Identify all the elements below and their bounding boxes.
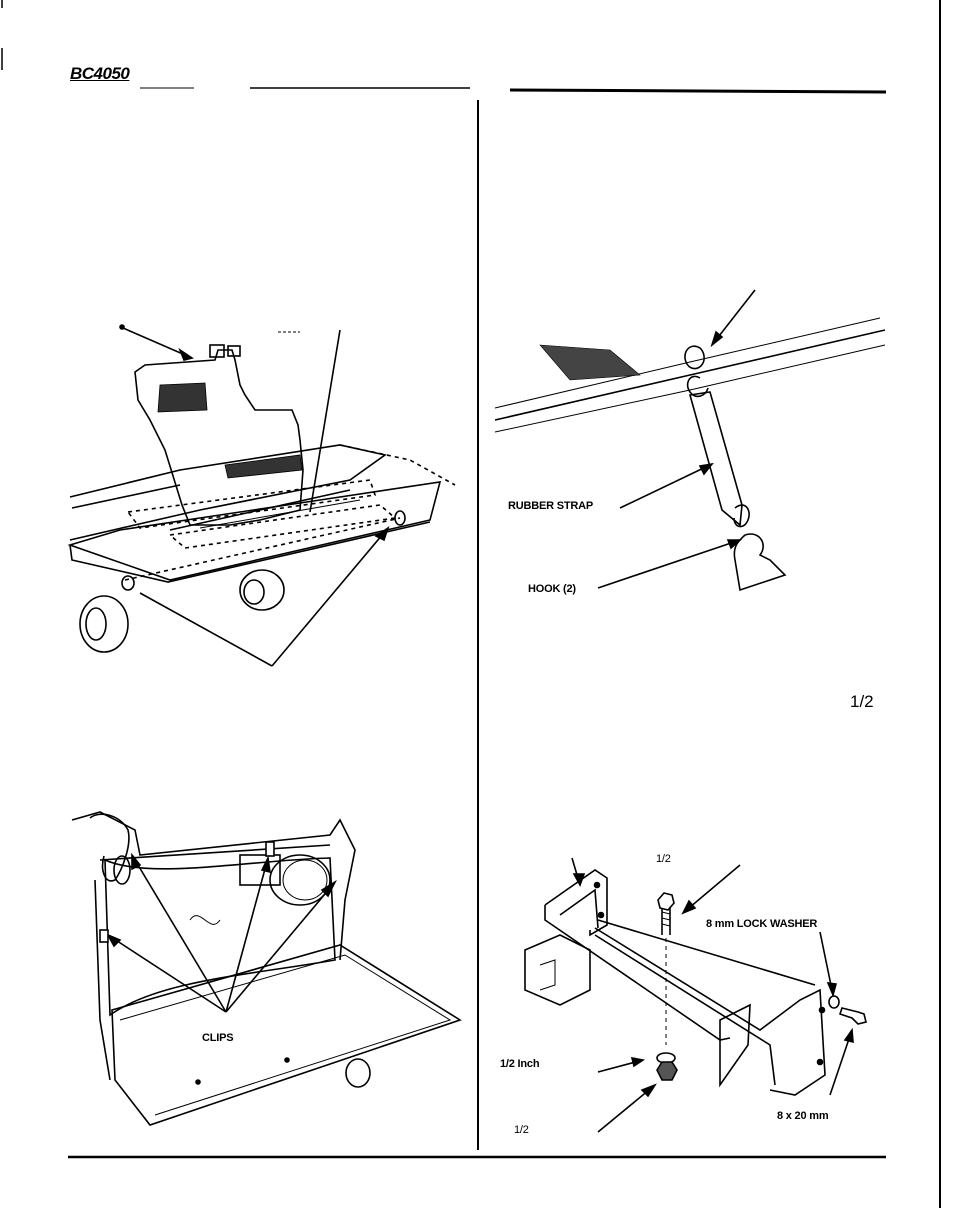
label-hook: HOOK (2) [528,583,576,595]
label-half-inch: 1/2 Inch [500,1058,540,1070]
label-screw-size: 8 x 20 mm [777,1110,829,1122]
label-clips: CLIPS [202,1032,234,1044]
label-fraction-right: 1/2 [850,692,874,711]
model-number: BC4050 [70,64,130,83]
label-bolt-fraction: 1/2 [656,853,671,865]
label-nut-fraction: 1/2 [514,1124,529,1136]
label-lock-washer: 8 mm LOCK WASHER [706,918,818,930]
label-rubber-strap: RUBBER STRAP [508,500,593,512]
